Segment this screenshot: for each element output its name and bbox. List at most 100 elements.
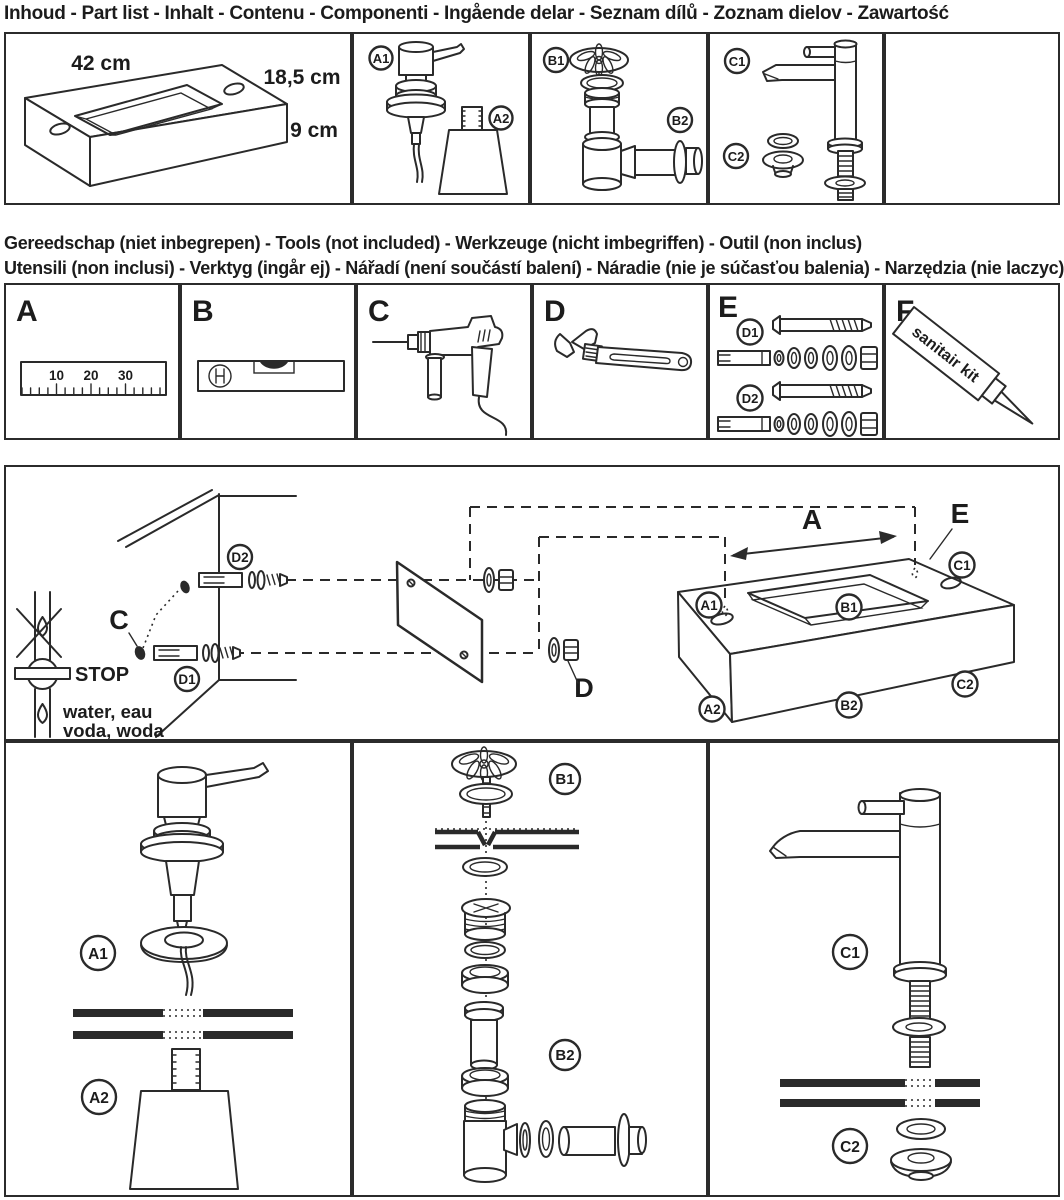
label-circle-a1 (368, 45, 394, 71)
water-label-1: water, eau (62, 701, 152, 722)
wall-plug-d1 (153, 643, 241, 663)
stop-valve-icon (14, 591, 71, 738)
ruler-tick-20: 20 (83, 368, 98, 383)
trap-nut-detail (461, 1067, 509, 1097)
detail-label-a1: A1 (88, 946, 108, 963)
assembly-label-d2: D2 (231, 550, 248, 565)
assembly-label-c1: C1 (953, 558, 971, 573)
ruler-drawing: A 10 20 30 (16, 295, 167, 396)
label-a2: A2 (493, 111, 510, 126)
tap-flanged-nut (890, 1148, 952, 1181)
tool-letter-b: B (192, 295, 214, 328)
assembly-label-a2: A2 (703, 702, 720, 717)
detail-label-c2: C2 (840, 1139, 860, 1156)
tap-handle (806, 46, 836, 58)
panel-detail-drain: B1 (352, 741, 708, 1197)
panel-part-drain: B1 B2 (530, 32, 708, 205)
sealant-cartridge-icon: sanitair kit (892, 306, 1034, 425)
sink-width-label: 42 cm (71, 52, 131, 75)
water-drop-bottom (37, 703, 48, 724)
drill-body (429, 315, 504, 356)
label-circle-c2 (722, 142, 750, 170)
dimension-arrow-a (730, 531, 897, 560)
assembly-label-d: D (574, 673, 594, 703)
tap-exploded-drawing: C1 C2 (769, 788, 980, 1181)
bottle-body-detail (129, 1090, 239, 1190)
tool-letter-e: E (718, 291, 738, 324)
tool-letter-a: A (16, 295, 38, 328)
water-label-2: voda, woda (63, 720, 164, 739)
label-b2: B2 (672, 113, 689, 128)
assembly-label-b1: B1 (840, 600, 858, 615)
fixing-set-d1 (717, 315, 878, 371)
sink-height-label: 9 cm (290, 119, 338, 142)
countertop-section-tap (780, 1079, 980, 1107)
fixings-drawing: E D1 (717, 291, 878, 437)
assembly-label-e: E (951, 498, 970, 529)
dispenser-exploded-drawing: A1 A2 (73, 762, 293, 1190)
drain-exploded-drawing: B1 (435, 746, 647, 1183)
cross-out-lines (16, 608, 62, 658)
drain-parts-drawing: B1 B2 (542, 43, 703, 191)
tool-letter-d: D (544, 295, 566, 328)
label-circle-b1-detail (548, 762, 582, 796)
sink-hole-left (49, 122, 71, 136)
tools-row: A 10 20 30 B C (4, 283, 1060, 440)
tools-header-line2: Utensili (non inclusi) - Verktyg (ingår … (4, 258, 1064, 278)
detail-label-a2: A2 (89, 1090, 109, 1107)
assembly-label-a: A (802, 504, 822, 535)
page-title: Inhoud - Part list - Inhalt - Contenu - … (4, 3, 949, 24)
label-circle-d2-assembly (226, 543, 254, 571)
detail-label-b1: B1 (555, 771, 574, 788)
wall-corner (117, 489, 297, 738)
tools-header-line1: Gereedschap (niet inbegrepen) - Tools (n… (4, 233, 862, 253)
label-b1: B1 (548, 53, 565, 68)
assembly-label-c2: C2 (956, 677, 973, 692)
panel-part-empty (884, 32, 1060, 205)
plate-screws (406, 578, 469, 660)
panel-part-tap: C1 C2 (708, 32, 884, 205)
panel-tool-sealant: F sanitair kit (884, 283, 1060, 440)
label-d1: D1 (742, 325, 759, 340)
level-drawing: B (192, 295, 345, 392)
label-circle-b1 (542, 46, 570, 74)
detail-label-c1: C1 (840, 945, 860, 962)
washer-nut-top (483, 567, 514, 593)
assembly-diagram: C D2 D1 (14, 489, 1015, 739)
pump-tube-detail (179, 946, 194, 996)
assembly-diagram-panel: C D2 D1 (4, 465, 1060, 741)
wrench-drawing: D (544, 295, 693, 372)
pump-spout (432, 43, 465, 62)
pump-tube (412, 143, 424, 183)
tap-parts-drawing: C1 C2 (722, 39, 866, 201)
label-circle-b2 (666, 106, 694, 134)
tool-letter-c: C (368, 295, 390, 328)
ruler-tick-10: 10 (49, 368, 64, 383)
tap-body (834, 42, 857, 143)
label-circle-a1-detail (79, 934, 117, 972)
drain-nut-detail (461, 964, 509, 994)
sink-bottom-section (435, 828, 579, 850)
drill-grip (471, 346, 493, 398)
drill-drawing: C (368, 295, 508, 436)
sealant-drips (721, 567, 919, 617)
trap-outlet-pipe (634, 149, 676, 176)
label-circle-d1 (736, 318, 764, 346)
label-d2: D2 (742, 391, 759, 406)
tap-detail (769, 788, 947, 1068)
drill-hole-top (180, 580, 190, 594)
drill-hole-bottom (134, 646, 146, 660)
assembly-label-a1: A1 (700, 598, 718, 613)
tailpipe-detail (464, 1001, 504, 1071)
panel-tool-drill: C (356, 283, 532, 440)
sealant-drawing: F sanitair kit (892, 295, 1034, 425)
dispenser-parts-drawing: A1 A2 (368, 41, 514, 195)
tap-washer-ring (896, 1118, 946, 1140)
label-c1: C1 (729, 54, 746, 69)
panel-detail-dispenser: A1 A2 (4, 741, 352, 1197)
detail-panels-row: A1 A2 (4, 741, 1060, 1197)
assembly-label-d1: D1 (178, 672, 196, 687)
sink-dimensions-drawing: 42 cm 18,5 cm 9 cm (24, 52, 341, 187)
countertop-section (73, 1009, 293, 1039)
label-c2: C2 (728, 149, 745, 164)
